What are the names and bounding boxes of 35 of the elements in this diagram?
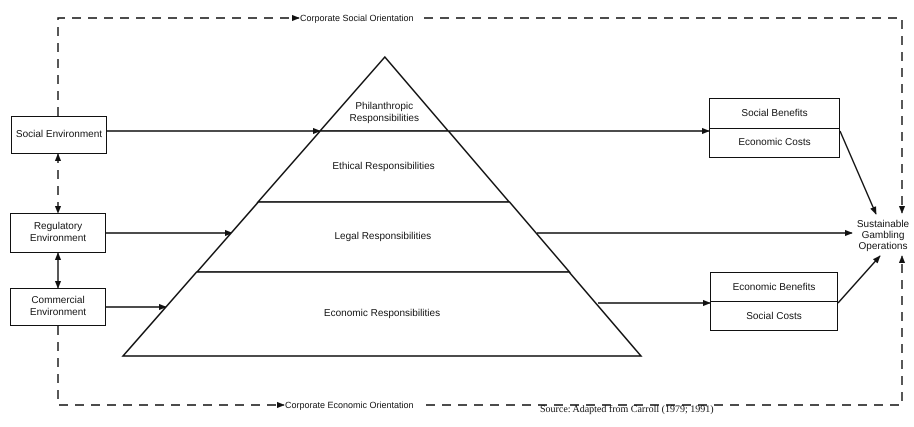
tier-label: Ethical Responsibilities — [331, 160, 436, 172]
outcome-label: Sustainable Gambling Operations — [852, 214, 914, 256]
orientation-label: Corporate Social Orientation — [300, 11, 424, 25]
pyramid-tier — [123, 272, 641, 356]
arrow — [424, 17, 906, 214]
outcome-label: Social Costs — [746, 310, 802, 322]
arrow — [106, 230, 233, 236]
arrow — [106, 304, 167, 310]
pyramid-tier — [320, 57, 448, 131]
environment-box: Regulatory Environment — [10, 213, 106, 253]
arrow — [598, 300, 711, 306]
arrow — [837, 255, 881, 304]
outcome-box — [709, 98, 840, 158]
arrow — [57, 14, 300, 116]
arrow — [537, 230, 853, 236]
arrow — [54, 252, 62, 289]
orientation-label: Corporate Economic Orientation — [285, 398, 425, 412]
arrow — [449, 128, 710, 134]
outcome-box — [710, 272, 838, 331]
tier-label: Philanthropic Responsibilities — [348, 101, 420, 125]
outcome-label: Social Benefits — [741, 108, 808, 119]
outcome-label: Economic Costs — [738, 137, 811, 148]
outcome-label: Economic Benefits — [732, 282, 816, 292]
arrow — [107, 128, 321, 134]
arrow — [54, 153, 62, 214]
environment-box: Commercial Environment — [10, 288, 106, 326]
arrow — [57, 326, 285, 408]
tier-label: Economic Responsibilities — [322, 308, 442, 320]
pyramid-tier — [196, 202, 570, 272]
pyramid-tier — [258, 131, 510, 202]
arrow — [839, 130, 877, 215]
source-caption: Source: Adapted from Carroll (1979; 1991) — [540, 404, 714, 415]
tier-label: Legal Responsibilities — [333, 231, 432, 243]
arrow — [426, 255, 906, 406]
environment-box: Social Environment — [11, 116, 107, 154]
